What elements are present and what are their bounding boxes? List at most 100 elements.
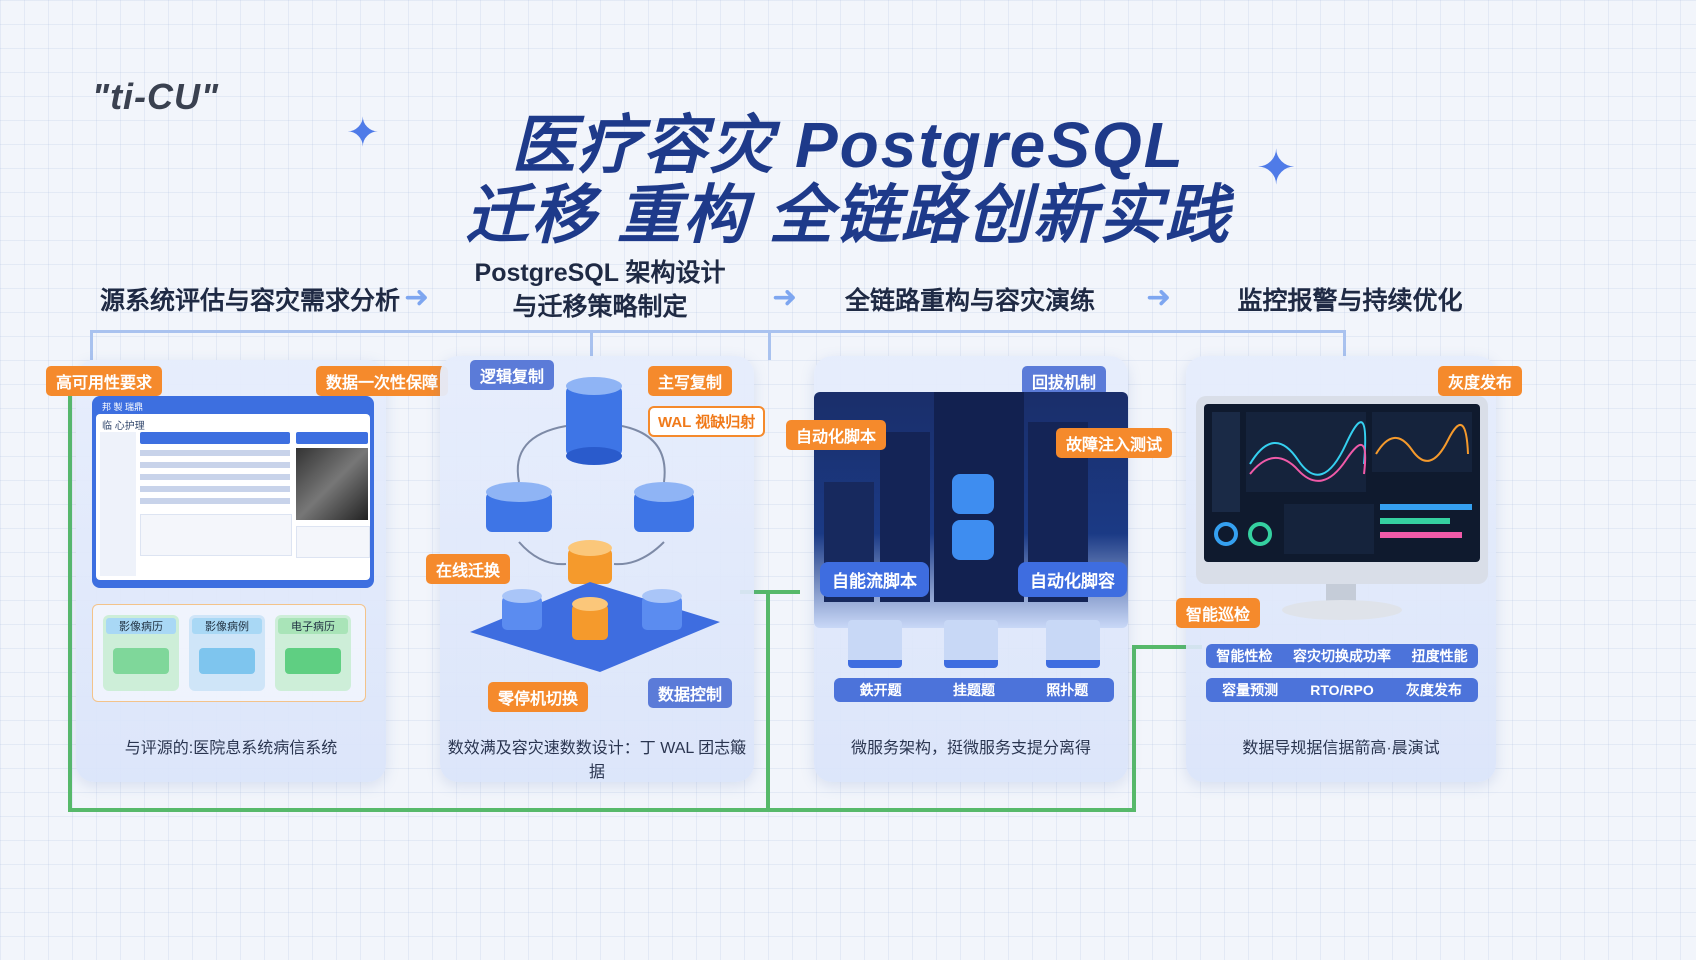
list-item: [140, 450, 290, 456]
connector-line: [766, 590, 770, 810]
arrow-right-icon: ➜: [772, 281, 798, 314]
tag-zero-downtime: 零停机切换: [488, 682, 589, 712]
module-card: 影像病例: [189, 615, 265, 691]
tag-data-control: 数据控制: [648, 678, 733, 708]
flow-arrow: [516, 425, 567, 483]
window-title: 邦 製 瑞鼎: [102, 402, 144, 412]
monitor-stand: [1326, 584, 1356, 604]
monitor-icon: [1196, 396, 1488, 584]
sparkle-icon: ✦: [346, 111, 380, 155]
connector-line: [90, 330, 1345, 333]
gear-icon: [952, 474, 994, 514]
list-item: [140, 486, 290, 492]
panel-rebuild-drill: 回拔机制 自动化脚本 故障注入测试 自能流脚本 自动化脚容 鉄开题 挂题题 照扑…: [786, 356, 1173, 782]
panel-caption: 微服务架构，挺微服务支提分离得: [850, 740, 1091, 757]
metric-label: 智能性检: [1216, 648, 1273, 664]
tag-logical-replication: 逻辑复制: [470, 360, 555, 390]
service-label: 照扑题: [1046, 682, 1089, 698]
connector-line: [90, 330, 93, 360]
connector-line: [1343, 330, 1346, 360]
module-label: 影像病历: [106, 618, 176, 634]
logo: "ti-CU": [92, 76, 220, 117]
panel-caption: 数据导规据信据箭高·晨演试: [1242, 740, 1440, 757]
medical-image: [296, 448, 368, 520]
service-label: 鉄开题: [859, 682, 902, 698]
connector-line: [68, 808, 1136, 812]
module-graphic: [113, 648, 169, 674]
dashboard-chart: [1212, 412, 1472, 554]
tag-wal-archive: WAL 视缺归射: [648, 406, 766, 437]
metrics-row: 容量预测 RTO/RPO 灰度发布: [1206, 678, 1478, 702]
flow-arrow: [621, 425, 666, 483]
module-graphic: [285, 648, 341, 674]
tag-gray-release: 灰度发布: [1438, 366, 1523, 396]
connector-line: [68, 370, 72, 812]
arrow-right-icon: ➜: [404, 281, 430, 314]
list-item: [140, 462, 290, 468]
tag-primary-replication: 主写复制: [648, 366, 733, 396]
image-detail: [296, 526, 370, 558]
service-bar: 鉄开题 挂题题 照扑题: [834, 678, 1114, 702]
tag-high-availability: 高可用性要求: [46, 366, 163, 396]
database-icon: [566, 377, 622, 465]
panel-source-assessment: 高可用性要求 数据一次性保障 邦 製 瑞鼎 临 心护理 影像病历 影像病例: [46, 360, 449, 782]
panel-monitoring: 灰度发布 智能巡检 智能性检 容灾切换成功率 扭度性能: [1176, 356, 1523, 782]
tag-rollback: 回拔机制: [1022, 366, 1107, 396]
metrics-row: 智能性检 容灾切换成功率 扭度性能: [1206, 644, 1478, 668]
window-body: 临 心护理: [96, 414, 370, 580]
server-icon: [1046, 620, 1100, 668]
detail-box: [140, 514, 292, 556]
stage-3-title: 全链路重构与容灾演练: [844, 287, 1095, 315]
tag-online-migration: 在线迁换: [426, 554, 511, 584]
window-subtitle: 临 心护理: [102, 421, 145, 432]
gear-icon: [952, 520, 994, 560]
service-label: 挂题题: [952, 682, 995, 698]
connector-line: [768, 330, 771, 360]
image-header: [296, 432, 368, 444]
tag-automation-script: 自动化脚本: [786, 420, 887, 450]
tag-auto-flow-script: 自能流脚本: [820, 562, 929, 597]
modules-box: 影像病历 影像病例 电子病历: [92, 604, 366, 702]
server-icon: [944, 620, 998, 668]
panel-architecture-design: 逻辑复制 主写复制 WAL 视缺归射: [426, 356, 766, 782]
metric-label: RTO/RPO: [1310, 682, 1374, 698]
flow-arrow: [613, 541, 665, 566]
module-label: 电子病历: [278, 618, 348, 634]
database-topology: [470, 377, 720, 672]
flow-arrow: [518, 541, 567, 566]
stage-2-title-line2: 与迁移策略制定: [512, 293, 688, 321]
stage-2-title-line1: PostgreSQL 架构设计: [474, 259, 726, 287]
database-icon: [642, 589, 682, 630]
server-icon: [848, 620, 902, 668]
tag-data-consistency: 数据一次性保障: [316, 366, 449, 396]
module-graphic: [199, 648, 255, 674]
tag-smart-inspection: 智能巡检: [1176, 598, 1261, 628]
connector-line: [1132, 645, 1136, 811]
panel-caption: 数效满及容灾速数数设计：丁 WAL 团志簸据: [447, 740, 747, 781]
monitor-base: [1282, 600, 1402, 620]
database-icon: [572, 597, 608, 640]
metric-label: 容灾切换成功率: [1292, 648, 1391, 664]
arrow-right-icon: ➜: [1146, 281, 1172, 314]
module-card: 电子病历: [275, 615, 351, 691]
app-window: 邦 製 瑞鼎 临 心护理: [92, 396, 374, 588]
dashboard-screen: [1204, 404, 1480, 562]
database-icon: [502, 589, 542, 630]
page-title-line2: 迁移 重构 全链路创新实践: [465, 179, 1231, 251]
database-icon: [486, 482, 552, 532]
stage-4-title: 监控报警与持续优化: [1237, 287, 1463, 315]
connector-line: [590, 330, 593, 360]
panel-caption: 与评源的:医院息系统病信系统: [124, 740, 338, 757]
tag-fault-injection: 故障注入测试: [1056, 428, 1173, 458]
tag-auto-script: 自动化脚容: [1018, 562, 1127, 597]
stage-1-title: 源系统评估与容灾需求分析: [99, 287, 400, 315]
page-title-line1: 医疗容灾 PostgreSQL: [511, 109, 1185, 181]
metric-label: 扭度性能: [1411, 648, 1468, 664]
metric-label: 灰度发布: [1405, 682, 1462, 698]
connector-line: [740, 590, 800, 594]
list-item: [140, 474, 290, 480]
metric-label: 容量预测: [1222, 682, 1279, 698]
connector-line: [1132, 645, 1202, 649]
list-item: [140, 498, 290, 504]
sparkle-icon: ✦: [1256, 142, 1297, 195]
